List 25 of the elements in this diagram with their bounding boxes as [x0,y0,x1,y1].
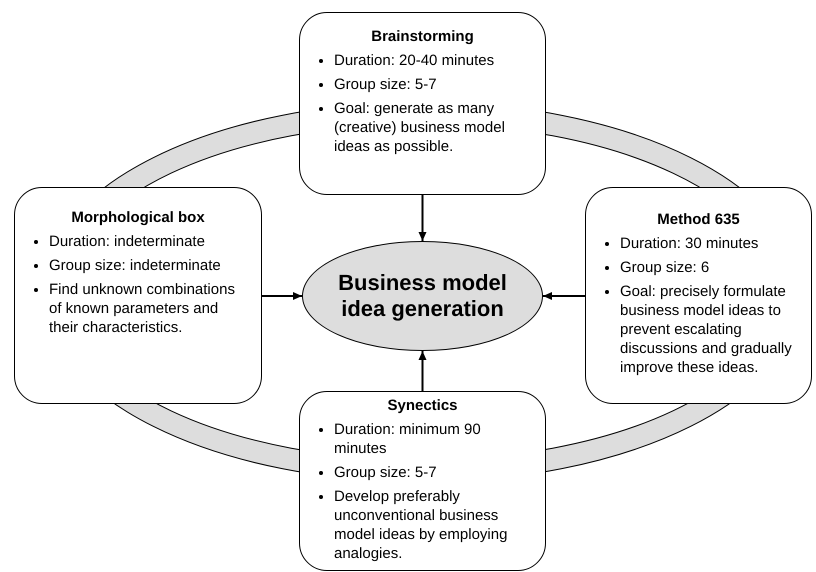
bullet-text: Find unknown combinations of known parameters and their characteristics. [49,280,236,337]
bullet-text: Duration: minimum 90 minutes [334,420,482,458]
bullet-text: Group size: 6 [620,258,710,277]
arrow [418,351,426,391]
arrow [418,195,426,241]
bullet-text: Duration: 20-40 minutes [334,51,494,70]
method-card [299,391,546,571]
card-heading: Synectics [386,396,459,416]
arrow [262,292,302,300]
bullet-text: Develop preferably unconventional business model ideas by employing analogies. [334,487,508,563]
card-heading: Morphological box [70,208,206,228]
arrow [543,292,585,300]
bullet-text: Duration: indeterminate [49,232,205,251]
method-card [585,187,812,404]
card-heading: Method 635 [656,210,741,230]
bullet-text: Goal: precisely formulate business model ideas to prevent escalating discussions and gradually improve these ideas. [620,282,793,377]
bullet-text: Duration: 30 minutes [620,234,758,253]
bullet-text: Goal: generate as many (creative) business model ideas as possible. [334,99,506,156]
bullet-text: Group size: 5-7 [334,75,437,94]
card-heading: Brainstorming [370,27,475,47]
method-card [299,12,546,195]
method-card [14,187,262,404]
bullet-text: Group size: 5-7 [334,463,437,482]
bullet-text: Group size: indeterminate [49,256,221,275]
central-title: Business model idea generation [338,270,508,322]
